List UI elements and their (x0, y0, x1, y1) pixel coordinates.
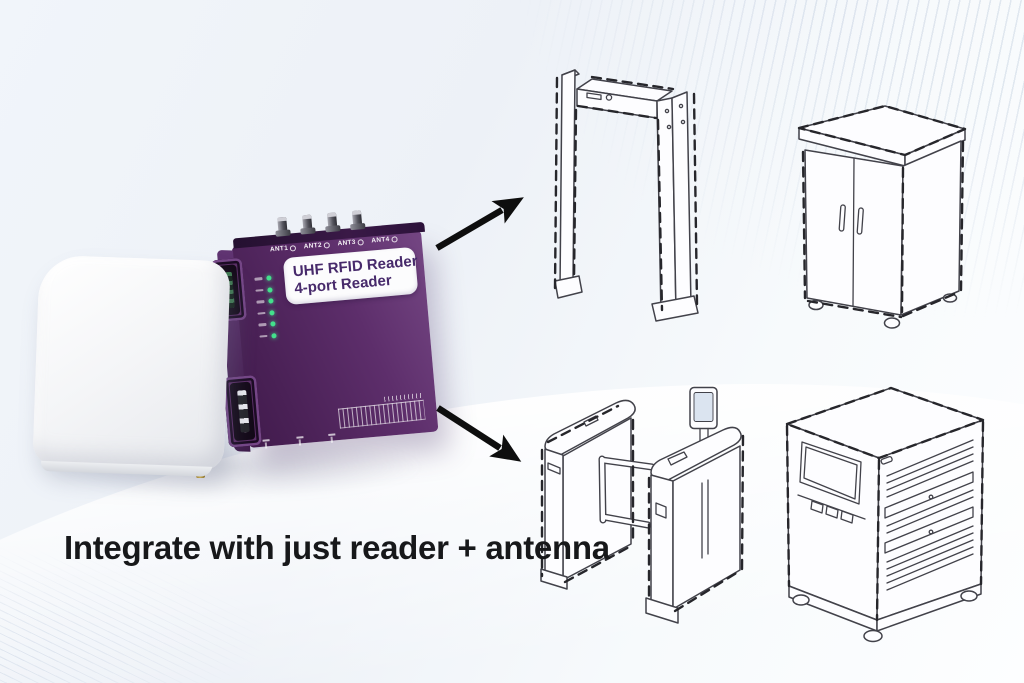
port-label: ANT2 (303, 241, 331, 250)
status-led (256, 298, 274, 304)
rfid-reader-device: ANT1 ANT2 ANT3 ANT4 UHF RFID Reader 4-po… (210, 210, 439, 452)
bottom-port-mark (296, 436, 304, 439)
status-led (255, 286, 273, 293)
port-led-icon (323, 241, 331, 249)
rf-connector-icon (327, 212, 338, 232)
power-connector-block (222, 375, 262, 448)
pinout-diagram-markings (337, 399, 426, 429)
status-led (254, 275, 272, 281)
led-icon (269, 309, 275, 316)
product-label-plate: UHF RFID Reader 4-port Reader (282, 246, 419, 306)
rf-connector-icon (302, 214, 313, 234)
bottom-port-mark (328, 433, 336, 436)
rf-connector-icon (351, 210, 363, 229)
arrow-down-right-icon (436, 405, 522, 462)
status-led (259, 332, 277, 339)
port-led-icon (391, 235, 398, 243)
turnstile-illustration (532, 386, 762, 631)
port-led-icon (289, 244, 297, 252)
status-led (258, 321, 276, 327)
bottom-port-mark (262, 439, 270, 442)
headline-text: Integrate with just reader + antenna (64, 529, 610, 566)
panel-antenna (32, 254, 231, 472)
led-icon (267, 286, 273, 293)
security-gate-illustration (545, 56, 725, 346)
led-icon (271, 332, 277, 339)
led-icon (270, 321, 276, 327)
led-icon (268, 298, 274, 304)
arrow-up-right-icon (435, 197, 524, 251)
port-led-icon (357, 238, 364, 246)
status-led-column (254, 275, 277, 339)
port-label: ANT4 (371, 235, 398, 244)
cabinet-illustration (782, 102, 982, 337)
led-icon (266, 275, 272, 281)
port-label: ANT3 (337, 238, 364, 247)
status-led (257, 309, 275, 316)
industrial-machine-illustration (775, 380, 995, 652)
port-label: ANT1 (270, 244, 297, 253)
rf-connector-icon (277, 216, 288, 236)
